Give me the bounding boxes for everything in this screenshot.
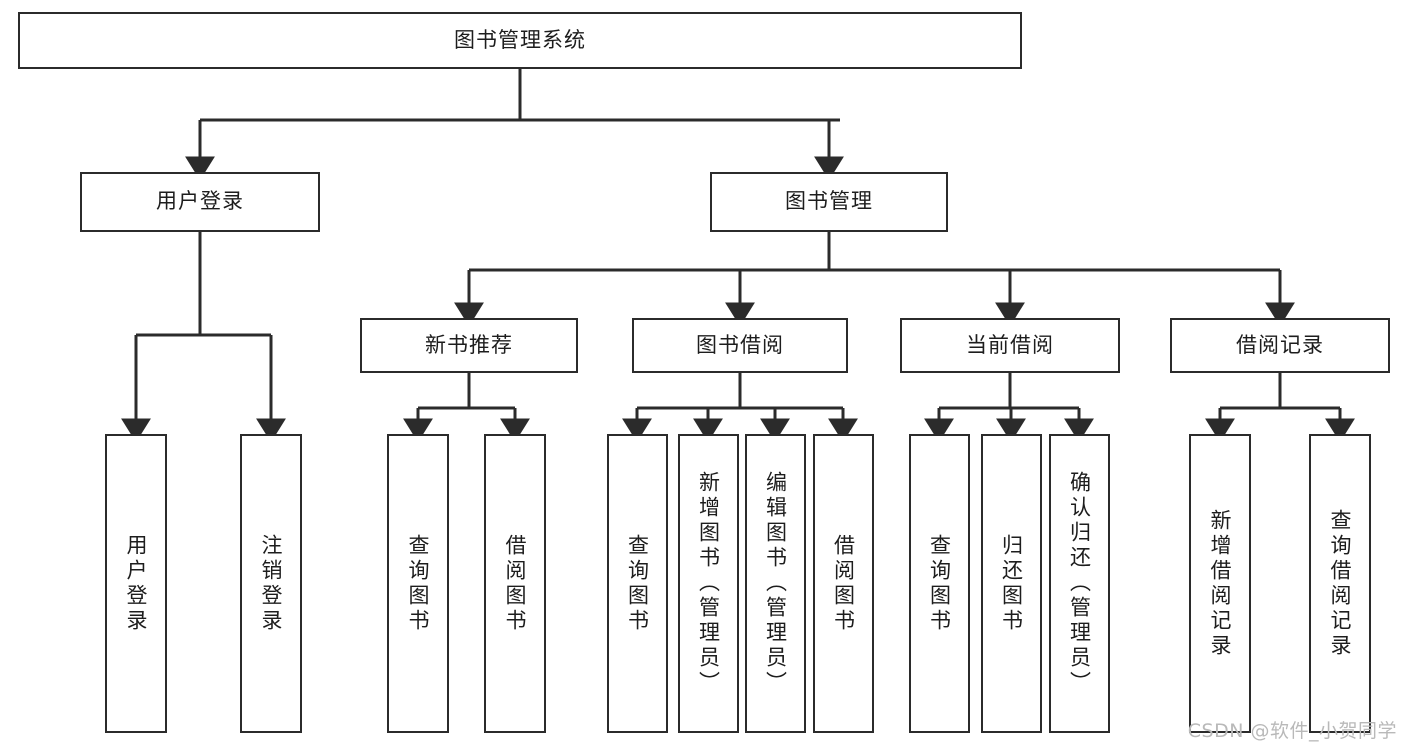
node-user-login[interactable]: 用户登录 <box>80 172 320 232</box>
edge-book-borrow-to-leaves <box>622 373 858 443</box>
node-leaf-add-book[interactable]: 新增图书（管理员） <box>678 434 739 733</box>
node-leaf-query-book-recommend-label: 查询图书 <box>406 533 431 634</box>
node-current-borrow-label: 当前借阅 <box>966 332 1054 357</box>
node-leaf-confirm-return-label: 确认归还（管理员） <box>1067 471 1092 696</box>
node-leaf-query-book-recommend[interactable]: 查询图书 <box>387 434 449 733</box>
edge-current-borrow-to-leaves <box>924 373 1094 443</box>
node-book-borrow[interactable]: 图书借阅 <box>632 318 848 373</box>
node-leaf-query-borrow-record-label: 查询借阅记录 <box>1328 508 1353 659</box>
node-user-login-label: 用户登录 <box>156 189 244 214</box>
node-leaf-logout-label: 注销登录 <box>259 533 284 634</box>
edge-user-login-to-leaves <box>121 232 286 443</box>
edge-root-to-level2 <box>185 69 844 181</box>
node-root-label: 图书管理系统 <box>454 27 586 52</box>
node-leaf-query-book-borrow[interactable]: 查询图书 <box>607 434 668 733</box>
node-new-book-recommend-label: 新书推荐 <box>425 332 513 357</box>
node-leaf-borrow-book[interactable]: 借阅图书 <box>813 434 874 733</box>
node-borrow-record[interactable]: 借阅记录 <box>1170 318 1390 373</box>
watermark-text: CSDN @软件_小贺同学 <box>1187 720 1397 742</box>
node-leaf-return-book[interactable]: 归还图书 <box>981 434 1042 733</box>
edge-book-manage-to-level3 <box>454 232 1295 327</box>
node-root[interactable]: 图书管理系统 <box>18 12 1022 69</box>
edge-borrow-record-to-leaves <box>1205 373 1355 443</box>
node-leaf-add-borrow-record[interactable]: 新增借阅记录 <box>1189 434 1251 733</box>
node-leaf-query-book-current-label: 查询图书 <box>927 533 952 634</box>
node-book-manage[interactable]: 图书管理 <box>710 172 948 232</box>
node-book-manage-label: 图书管理 <box>785 189 873 214</box>
node-leaf-confirm-return[interactable]: 确认归还（管理员） <box>1049 434 1110 733</box>
edge-new-book-recommend-to-leaves <box>403 373 530 443</box>
node-leaf-query-book-current[interactable]: 查询图书 <box>909 434 970 733</box>
node-leaf-query-borrow-record[interactable]: 查询借阅记录 <box>1309 434 1371 733</box>
node-leaf-return-book-label: 归还图书 <box>999 533 1024 634</box>
node-leaf-user-login-label: 用户登录 <box>124 533 149 634</box>
node-leaf-edit-book[interactable]: 编辑图书（管理员） <box>745 434 806 733</box>
node-leaf-logout[interactable]: 注销登录 <box>240 434 302 733</box>
node-leaf-borrow-book-label: 借阅图书 <box>831 533 856 634</box>
node-leaf-borrow-book-recommend[interactable]: 借阅图书 <box>484 434 546 733</box>
node-leaf-borrow-book-recommend-label: 借阅图书 <box>503 533 528 634</box>
node-leaf-add-borrow-record-label: 新增借阅记录 <box>1208 508 1233 659</box>
node-leaf-query-book-borrow-label: 查询图书 <box>625 533 650 634</box>
node-leaf-user-login[interactable]: 用户登录 <box>105 434 167 733</box>
node-leaf-add-book-label: 新增图书（管理员） <box>696 471 721 696</box>
node-borrow-record-label: 借阅记录 <box>1236 332 1324 357</box>
node-book-borrow-label: 图书借阅 <box>696 332 784 357</box>
node-leaf-edit-book-label: 编辑图书（管理员） <box>763 471 788 696</box>
node-current-borrow[interactable]: 当前借阅 <box>900 318 1120 373</box>
node-new-book-recommend[interactable]: 新书推荐 <box>360 318 578 373</box>
